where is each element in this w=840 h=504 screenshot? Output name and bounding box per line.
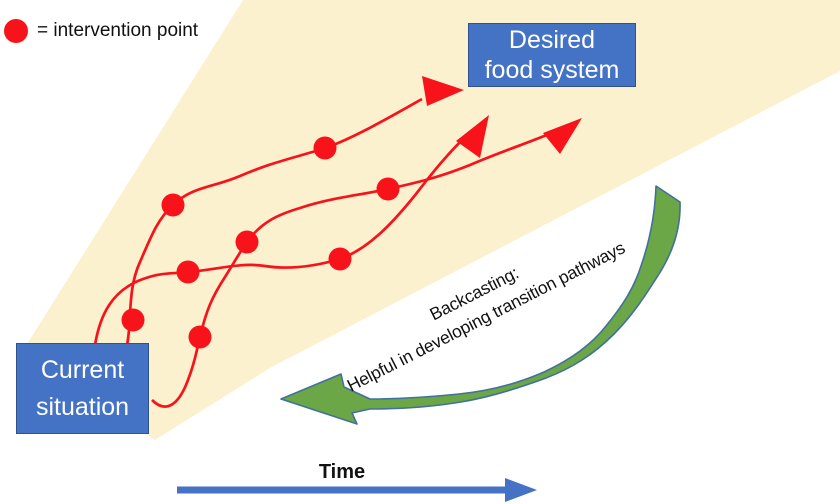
intervention-point-dot <box>121 308 145 332</box>
pathway-1-arrowhead-icon <box>456 115 489 158</box>
intervention-point-dot <box>176 260 200 284</box>
desired-box-line2: food system <box>484 56 620 84</box>
possibility-wedge <box>22 0 840 440</box>
current-box-line1: Current <box>40 355 125 384</box>
pathway-2-arrowhead-icon <box>422 76 464 106</box>
pathway-3-arrowhead-icon <box>543 118 582 154</box>
backcasting-arrow-icon <box>280 185 681 425</box>
desired-box-line1: Desired <box>508 26 596 54</box>
intervention-point-icon <box>4 19 28 43</box>
intervention-point-dot <box>313 136 337 160</box>
intervention-point-dot <box>161 193 185 217</box>
intervention-point-dot <box>235 230 259 254</box>
intervention-point-dot <box>188 325 212 349</box>
intervention-point-dot <box>328 247 352 271</box>
time-arrow-head-icon <box>505 478 537 502</box>
pathway-2 <box>125 97 423 346</box>
legend-label: = intervention point <box>37 20 199 41</box>
pathway-1 <box>93 138 464 346</box>
desired-food-system-box: Desired food system <box>468 23 636 87</box>
intervention-point-dot <box>376 177 400 201</box>
current-situation-box: Current situation <box>16 343 149 434</box>
time-axis-label: Time <box>318 461 366 483</box>
pathway-3 <box>151 130 555 408</box>
current-box-line2: situation <box>35 392 130 421</box>
legend: = intervention point <box>4 19 198 43</box>
